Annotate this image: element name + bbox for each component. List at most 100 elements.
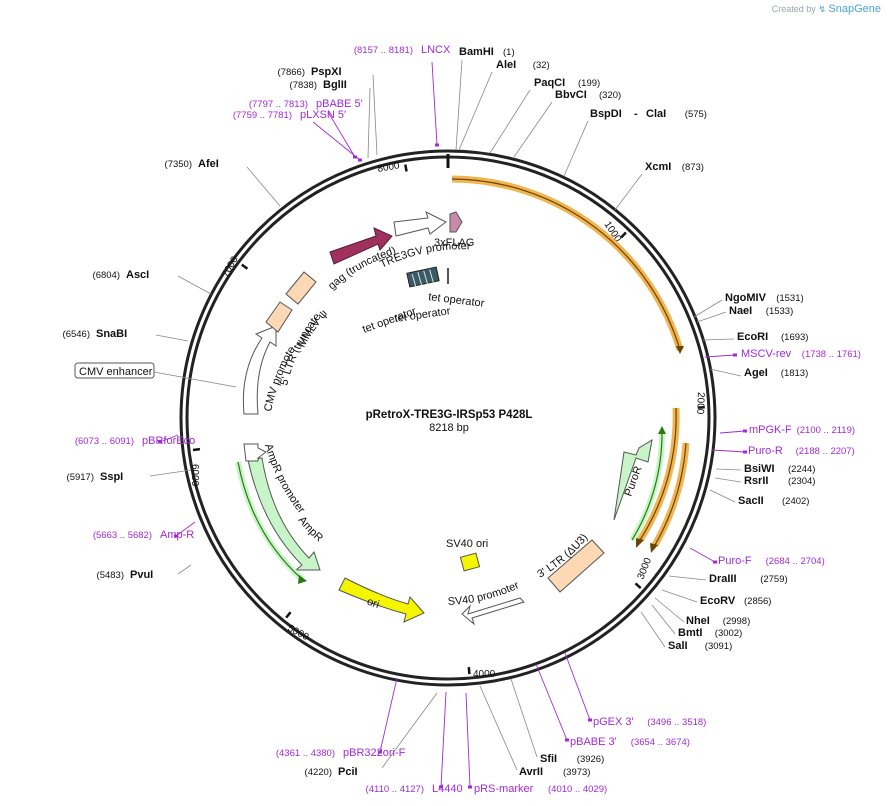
- primer-pbabe-5-[interactable]: pBABE 5'(7797 .. 7813): [249, 98, 363, 110]
- ampr-feature[interactable]: [247, 457, 321, 571]
- primer-puro-r[interactable]: Puro-R(2188 .. 2207): [748, 445, 855, 457]
- enzyme-rsrii[interactable]: RsrII(2304): [744, 475, 815, 487]
- enzyme-pcii[interactable]: (4220)PciI: [305, 766, 358, 778]
- enzyme-alei[interactable]: AleI(32): [496, 59, 550, 71]
- enzyme-bspdi[interactable]: BspDI-ClaI(575): [590, 108, 707, 120]
- enzyme-sali[interactable]: SalI(3091): [668, 640, 732, 652]
- cmv-enhancer[interactable]: CMV enhancer: [74, 362, 237, 388]
- primer-mark: [743, 450, 747, 454]
- tick-label-7000: 7000: [220, 254, 241, 279]
- enzyme-name: BglII: [323, 79, 347, 91]
- enzyme-bamhi[interactable]: BamHI(1): [459, 46, 515, 58]
- orf-arc-right-1[interactable]: [639, 407, 677, 541]
- enzyme-position: (2402): [782, 496, 809, 507]
- enzyme-pvui[interactable]: (5483)PvuI: [97, 569, 154, 581]
- primer-range: (8157 .. 8181): [354, 45, 413, 56]
- enzyme-position: (7866): [278, 67, 305, 78]
- gag-feature[interactable]: [329, 227, 393, 265]
- enzyme-sacii[interactable]: SacII(2402): [738, 495, 809, 507]
- tick-5000: [285, 611, 292, 619]
- enzyme-bbvci[interactable]: BbvCI(320): [555, 89, 621, 101]
- leader-lines: [149, 59, 742, 771]
- primer-pgex-3-[interactable]: pGEX 3'(3496 .. 3518): [593, 716, 706, 728]
- primer-range: (7759 .. 7781): [233, 110, 292, 121]
- enzyme-avrii[interactable]: AvrII(3973): [519, 766, 590, 778]
- enzyme-position: (3002): [715, 628, 742, 639]
- primer-amp-r[interactable]: Amp-R(5663 .. 5682): [93, 529, 194, 541]
- orf-arc-outer-band[interactable]: [451, 175, 684, 351]
- primer-puro-f[interactable]: Puro-F(2684 .. 2704): [718, 555, 825, 567]
- puror-feature[interactable]: [613, 438, 653, 521]
- primer-name: pBR322ori-F: [343, 747, 406, 759]
- leader-sfii: [510, 678, 538, 758]
- enzyme-asci[interactable]: (6804)AscI: [93, 269, 150, 281]
- primer-pbrforeco[interactable]: pBRforEco(6073 .. 6091): [75, 435, 195, 447]
- enzyme-name: SfiI: [540, 753, 557, 765]
- enzyme-bmti[interactable]: BmtI(3002): [678, 627, 742, 639]
- leader-bglii: [367, 87, 371, 159]
- leader-rsrii: [714, 477, 742, 483]
- primer-pbr322ori-f[interactable]: pBR322ori-F(4361 .. 4380): [276, 747, 406, 759]
- tet-operator-block[interactable]: [406, 266, 449, 288]
- ampr-promoter-feature[interactable]: [243, 443, 267, 462]
- primer-mscv-rev[interactable]: MSCV-rev(1738 .. 1761): [741, 348, 861, 360]
- flag-label: 3xFLAG: [434, 237, 474, 249]
- primer-plxsn-5-[interactable]: pLXSN 5'(7759 .. 7781): [233, 109, 346, 121]
- ampr-green-arc[interactable]: [237, 461, 304, 581]
- mmlv-psi-feature[interactable]: [285, 271, 317, 305]
- primer-range: (2100 .. 2119): [797, 425, 855, 436]
- enzyme-position: (199): [578, 78, 600, 89]
- enzyme-afei[interactable]: (7350)AfeI: [165, 158, 219, 170]
- credit-brand: SnapGene: [828, 3, 881, 15]
- primer-leader: [704, 354, 736, 358]
- leader-asci: [177, 275, 212, 295]
- orf-arc-right-2[interactable]: [654, 442, 687, 546]
- enzyme-snabi[interactable]: (6546)SnaBI: [63, 328, 128, 340]
- primer-mpgk-f[interactable]: mPGK-F(2100 .. 2119): [749, 424, 855, 436]
- enzyme-agei[interactable]: AgeI(1813): [744, 367, 808, 379]
- enzyme-name: NheI: [686, 615, 710, 627]
- enzyme-draiii[interactable]: DraIII(2759): [709, 573, 788, 585]
- ltr5-feature[interactable]: [265, 301, 293, 333]
- flag-feature[interactable]: [449, 211, 463, 233]
- ltr3-feature[interactable]: [547, 539, 605, 593]
- orf-arc-outer[interactable]: [451, 178, 681, 351]
- enzyme-bglii[interactable]: (7838) BglII: [290, 79, 347, 91]
- sv40-promoter-feature[interactable]: [461, 597, 525, 626]
- primer-prs-marker[interactable]: pRS-marker(4010 .. 4029): [474, 783, 607, 795]
- leader-alei: [458, 71, 493, 151]
- primer-leader: [719, 430, 746, 434]
- tre3gv-promoter-feature[interactable]: [393, 211, 447, 237]
- primer-l4440[interactable]: L4440(4110 .. 4127): [366, 783, 463, 795]
- enzyme-name: DraIII: [709, 573, 737, 585]
- leader-afei: [246, 166, 281, 207]
- primer-name: Amp-R: [160, 529, 194, 541]
- enzyme-naei[interactable]: NaeI(1533): [729, 305, 793, 317]
- primer-mark: [468, 785, 472, 789]
- primer-lncx[interactable]: LNCX(8157 .. 8181): [354, 44, 451, 56]
- plasmid-size: 8218 bp: [429, 422, 469, 434]
- primer-range: (4010 .. 4029): [548, 784, 607, 795]
- leader-nhei: [654, 597, 685, 623]
- enzyme-bsiwi[interactable]: BsiWI(2244): [744, 463, 815, 475]
- enzyme-labels: BamHI(1)AleI(32) PaqCI(199)BbvCI(320) BspD…: [63, 46, 816, 778]
- enzyme-sspi[interactable]: (5917)SspI: [67, 471, 124, 483]
- leader-bbvci: [513, 101, 553, 158]
- puror-green-arc[interactable]: [631, 431, 663, 541]
- enzyme-paqci[interactable]: PaqCI(199): [534, 77, 600, 89]
- enzyme-ngomiv[interactable]: NgoMIV(1531): [725, 292, 804, 304]
- enzyme-position: (7838): [290, 80, 317, 91]
- enzyme-ecori[interactable]: EcoRI(1693): [737, 331, 808, 343]
- enzyme-pspxi[interactable]: (7866)PspXI: [278, 66, 342, 78]
- enzyme-xcmi[interactable]: XcmI(873): [645, 161, 704, 173]
- enzyme-sfii[interactable]: SfiI(3926): [540, 753, 604, 765]
- ori-feature[interactable]: [338, 577, 425, 623]
- enzyme-name: SnaBI: [96, 328, 127, 340]
- enzyme-ecorv[interactable]: EcoRV(2856): [700, 595, 771, 607]
- primer-leader: [440, 691, 447, 788]
- enzyme-nhei[interactable]: NheI(2998): [686, 615, 750, 627]
- primer-pbabe-3-[interactable]: pBABE 3'(3654 .. 3674): [570, 736, 690, 748]
- sv40-ori-feature[interactable]: [459, 552, 481, 572]
- leader-ecorv: [661, 589, 698, 603]
- primer-leader: [379, 677, 398, 753]
